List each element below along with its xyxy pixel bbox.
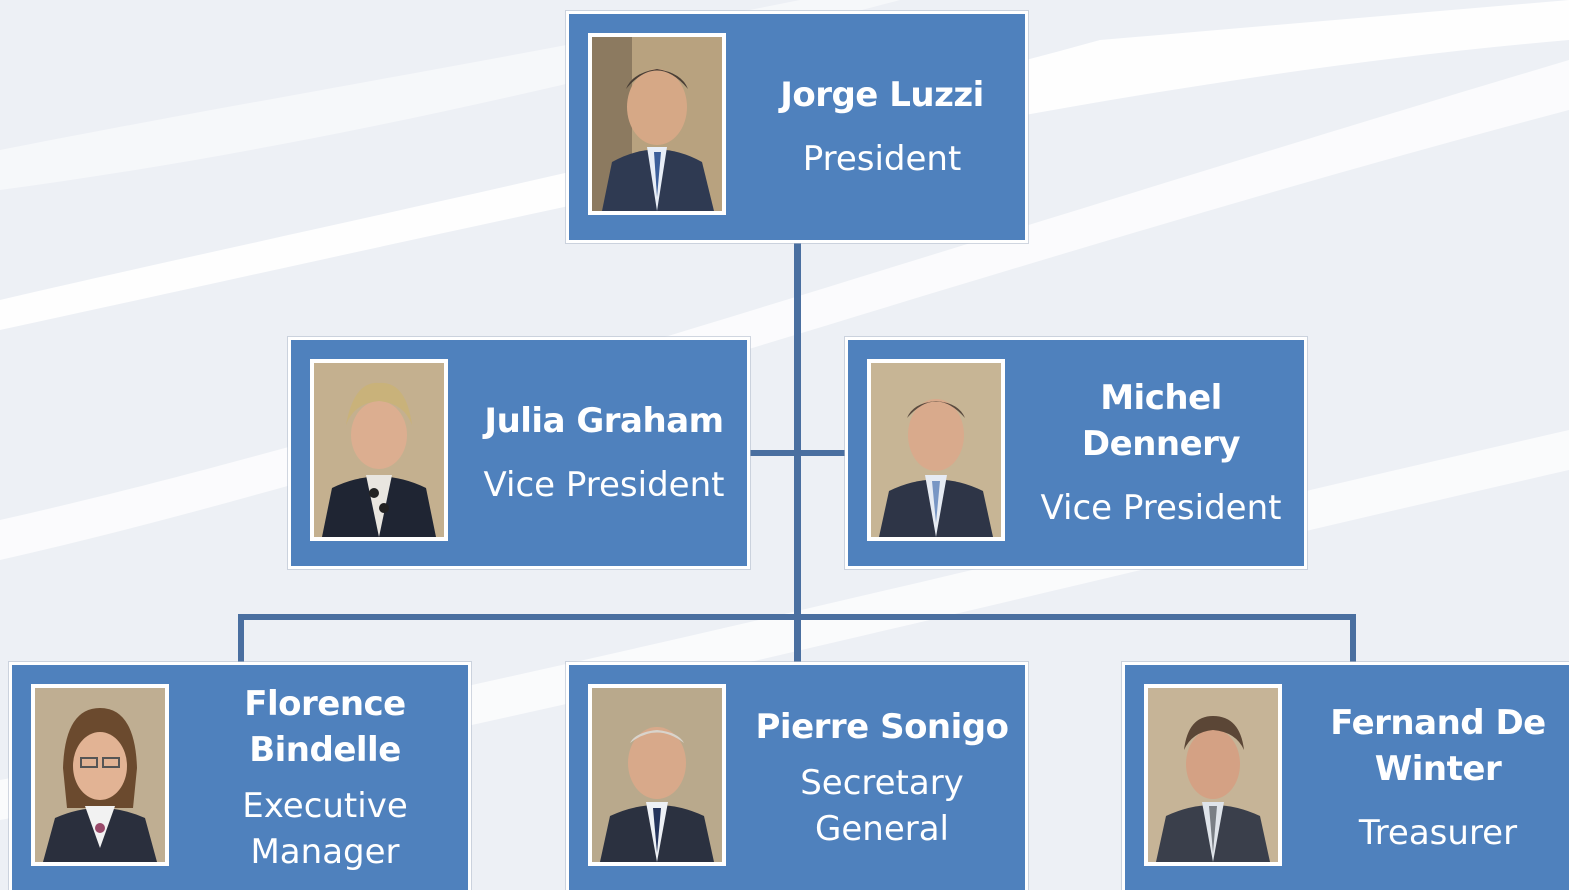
president-text: Jorge Luzzi President [739, 14, 1025, 240]
vp-julia-name: Julia Graham [484, 401, 724, 441]
executive-title: Executive Manager [242, 786, 408, 872]
card-vp-michel: Michel Dennery Vice President [845, 337, 1307, 569]
connector-drop-left [238, 614, 244, 664]
card-president: Jorge Luzzi President [566, 11, 1028, 243]
vp-michel-text: Michel Dennery Vice President [1018, 340, 1304, 566]
card-treasurer: Fernand De Winter Treasurer [1122, 662, 1569, 890]
man-portrait-icon [588, 684, 726, 866]
president-title: President [802, 139, 962, 179]
vp-julia-text: Julia Graham Vice President [461, 340, 747, 566]
connector-vp-bar [750, 450, 848, 456]
vp-julia-title: Vice President [483, 465, 725, 505]
treasurer-text: Fernand De Winter Treasurer [1295, 665, 1569, 890]
vp-michel-name: Michel Dennery [1081, 378, 1241, 464]
man-portrait-icon [588, 33, 726, 215]
card-vp-julia: Julia Graham Vice President [288, 337, 750, 569]
woman-portrait-icon [310, 359, 448, 541]
man-portrait-icon [867, 359, 1005, 541]
connector-drop-right [1350, 614, 1356, 664]
president-name: Jorge Luzzi [780, 75, 984, 115]
executive-name: Florence Bindelle [244, 684, 406, 770]
vp-michel-title: Vice President [1040, 488, 1282, 528]
man-portrait-icon [1144, 684, 1282, 866]
card-executive: Florence Bindelle Executive Manager [9, 662, 471, 890]
executive-text: Florence Bindelle Executive Manager [182, 665, 468, 890]
secretary-name: Pierre Sonigo [755, 707, 1009, 747]
secretary-text: Pierre Sonigo Secretary General [739, 665, 1025, 890]
card-secretary: Pierre Sonigo Secretary General [566, 662, 1028, 890]
connector-bottom-bar [238, 614, 1356, 620]
treasurer-name: Fernand De Winter [1330, 703, 1546, 789]
secretary-title: Secretary General [800, 763, 964, 849]
woman-portrait-icon [31, 684, 169, 866]
treasurer-title: Treasurer [1358, 813, 1518, 853]
